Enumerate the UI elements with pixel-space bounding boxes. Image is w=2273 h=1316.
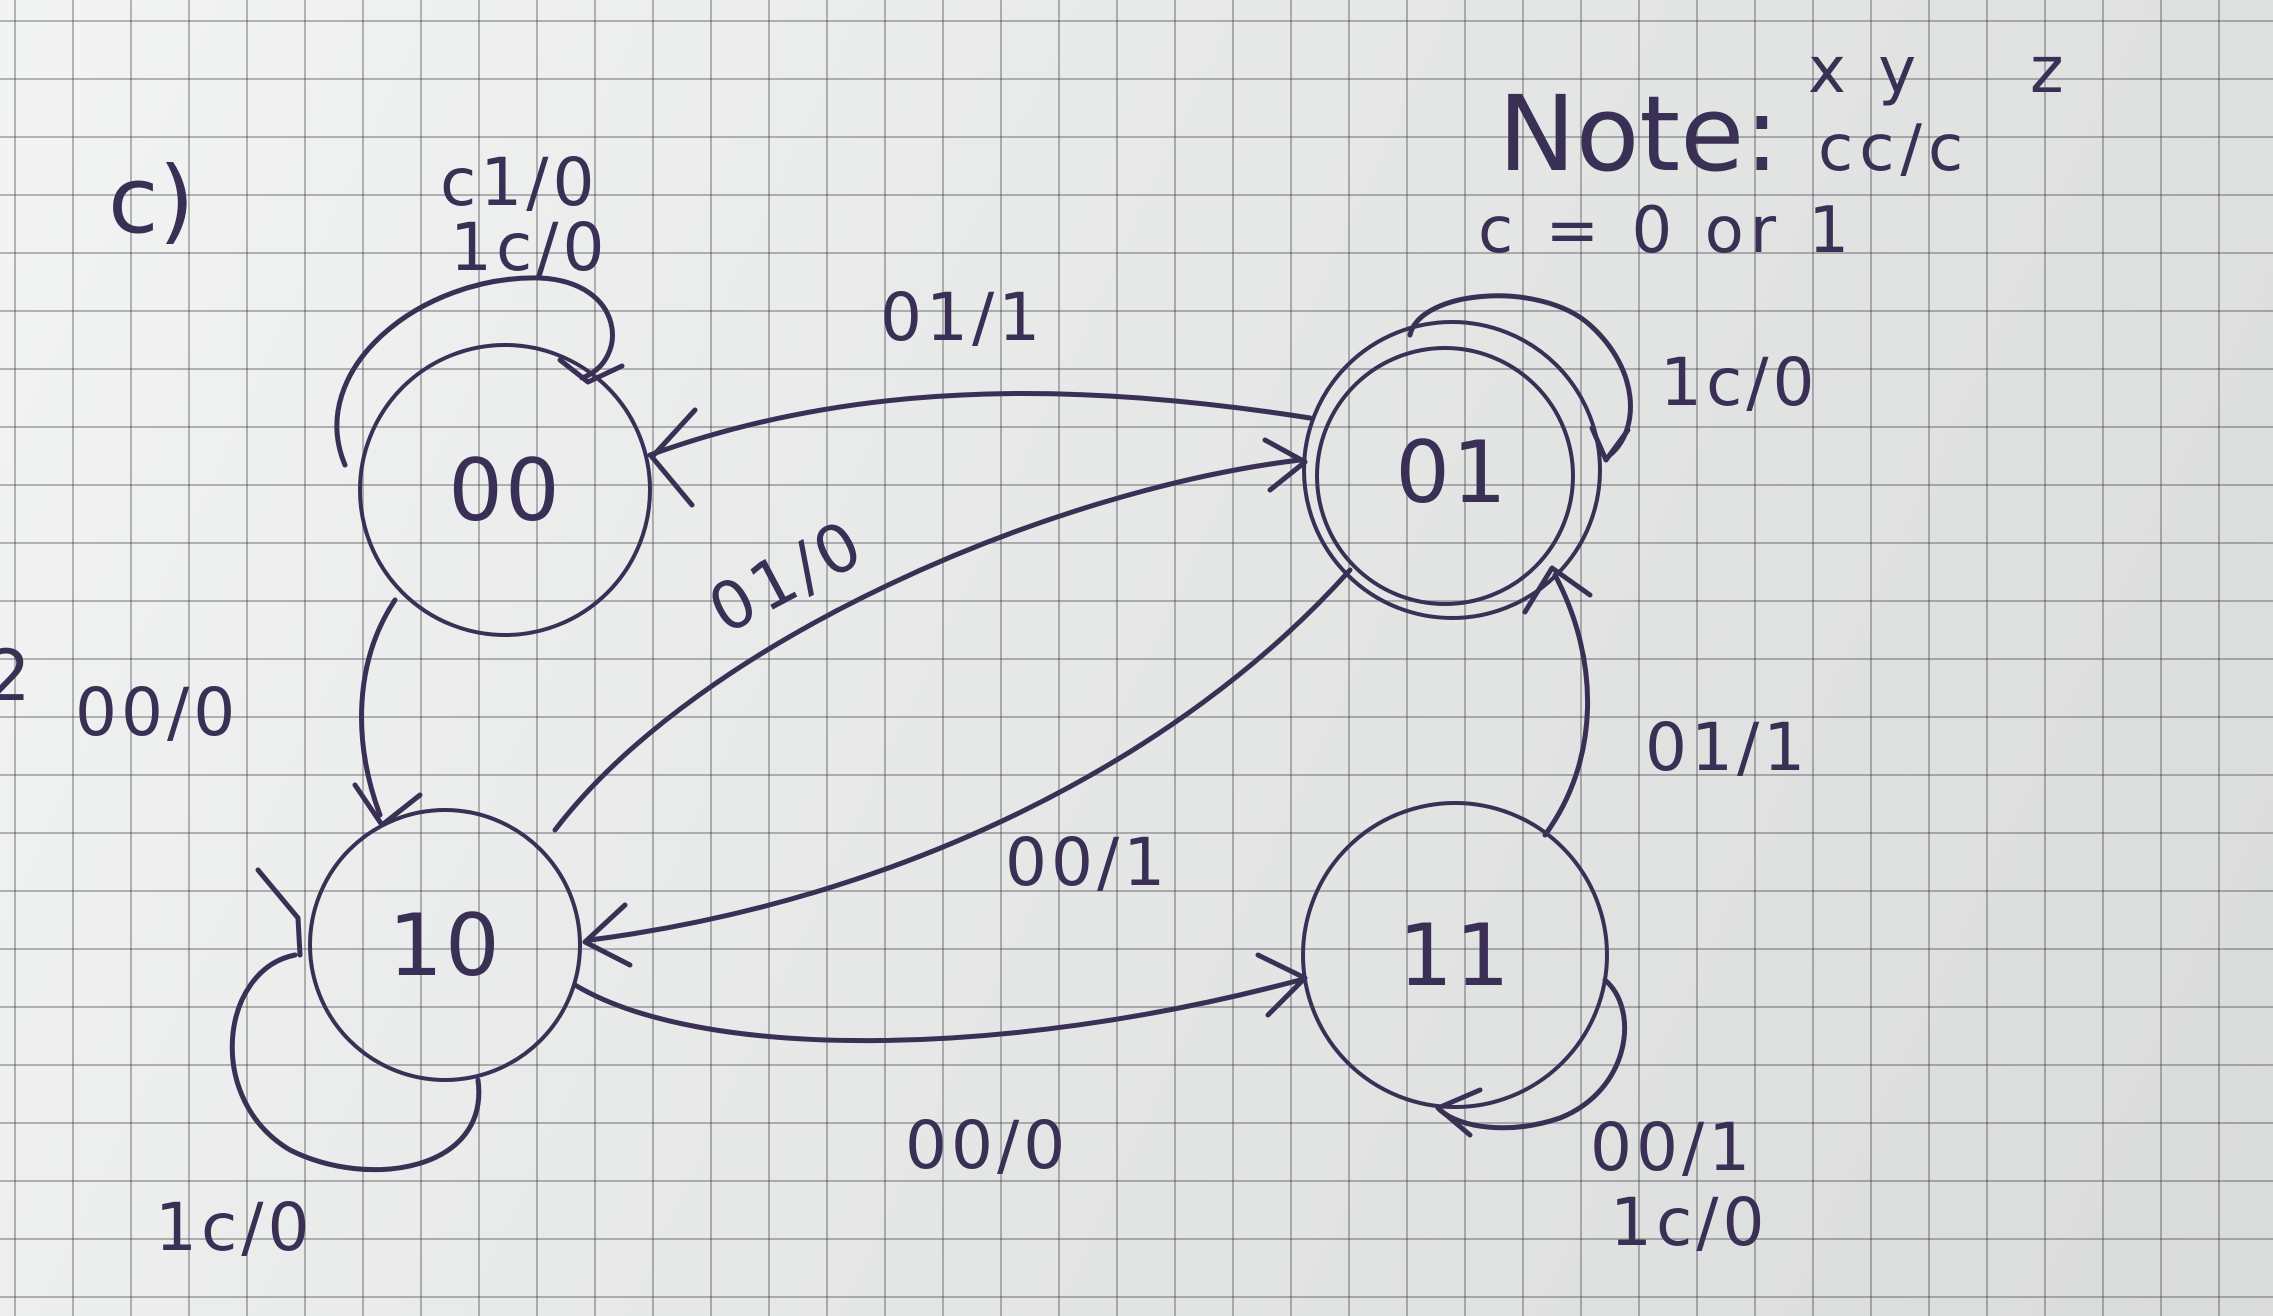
note-block: Note: x y z cc/c c = 0 or 1	[1478, 34, 2070, 268]
edge-arrowhead	[1435, 1087, 1483, 1138]
note-header-xy: x y	[1808, 34, 1922, 108]
transition-01-self: 1c/0	[1407, 293, 1819, 463]
note-format: cc/c	[1818, 112, 1969, 186]
edge-label: 00/0	[905, 1107, 1069, 1184]
edge-arrowhead	[1589, 425, 1631, 463]
edge-label: c1/0	[440, 144, 599, 221]
edge-path	[587, 567, 1353, 943]
edge-label: 1c/0	[1660, 344, 1819, 421]
edge-label: 00/0	[75, 674, 239, 751]
state-circle	[358, 343, 652, 637]
stray-mark: 2	[0, 635, 31, 717]
edge-label: 00/1	[1590, 1109, 1754, 1186]
edge-arrowhead	[649, 407, 698, 508]
transition-10-01: 01/0	[552, 437, 1308, 833]
edge-path	[359, 597, 398, 818]
transition-11-01: 01/1	[1522, 565, 1809, 838]
edge-arrowhead	[557, 357, 625, 385]
transition-00-self: c1/0 1c/0	[334, 144, 625, 468]
edge-arrowhead	[582, 902, 633, 968]
note-header-z: z	[2030, 34, 2070, 108]
edge-path	[229, 952, 482, 1173]
edge-path	[334, 275, 615, 468]
edge-path	[572, 977, 1303, 1044]
edge-path	[1437, 977, 1627, 1131]
edge-label: 01/1	[1645, 709, 1809, 786]
note-title: Note:	[1498, 73, 1779, 195]
state-label: 00	[448, 441, 561, 541]
state-10: 10	[308, 808, 582, 1082]
state-label: 01	[1395, 423, 1508, 523]
edge-label: 1c/0	[450, 209, 609, 286]
state-11: 11	[1301, 801, 1609, 1109]
state-label: 11	[1398, 906, 1511, 1006]
edge-path	[552, 457, 1303, 833]
edge-arrowhead	[255, 867, 303, 958]
part-label: c)	[108, 147, 194, 254]
edge-arrowhead	[352, 782, 423, 828]
transition-10-self: 1c/0	[155, 867, 482, 1266]
state-00: 00	[358, 343, 652, 637]
edge-label: 1c/0	[155, 1189, 314, 1266]
edge-arrowhead	[1522, 565, 1593, 615]
edge-arrowhead	[1255, 952, 1308, 1018]
edge-path	[1407, 293, 1633, 458]
transition-10-11: 00/0	[572, 952, 1308, 1184]
state-circle	[1302, 320, 1602, 620]
edge-label: 01/1	[880, 279, 1044, 356]
transition-01-00: 01/1	[647, 279, 1313, 508]
edge-path	[1542, 572, 1590, 838]
edge-label: 00/1	[1005, 824, 1169, 901]
state-circle	[308, 808, 582, 1082]
note-legend: c = 0 or 1	[1478, 194, 1855, 268]
state-circle	[1301, 801, 1609, 1109]
edge-label: 01/0	[696, 504, 877, 649]
state-01: 01	[1302, 320, 1602, 620]
transition-00-10: 00/0	[75, 597, 423, 828]
transition-11-self: 00/1 1c/0	[1435, 977, 1769, 1261]
state-circle-inner	[1315, 346, 1575, 606]
transition-01-10: 00/1	[582, 567, 1353, 968]
edge-path	[647, 391, 1313, 458]
edge-label: 1c/0	[1610, 1184, 1769, 1261]
state-label: 10	[388, 896, 501, 996]
edge-arrowhead	[1262, 437, 1308, 493]
